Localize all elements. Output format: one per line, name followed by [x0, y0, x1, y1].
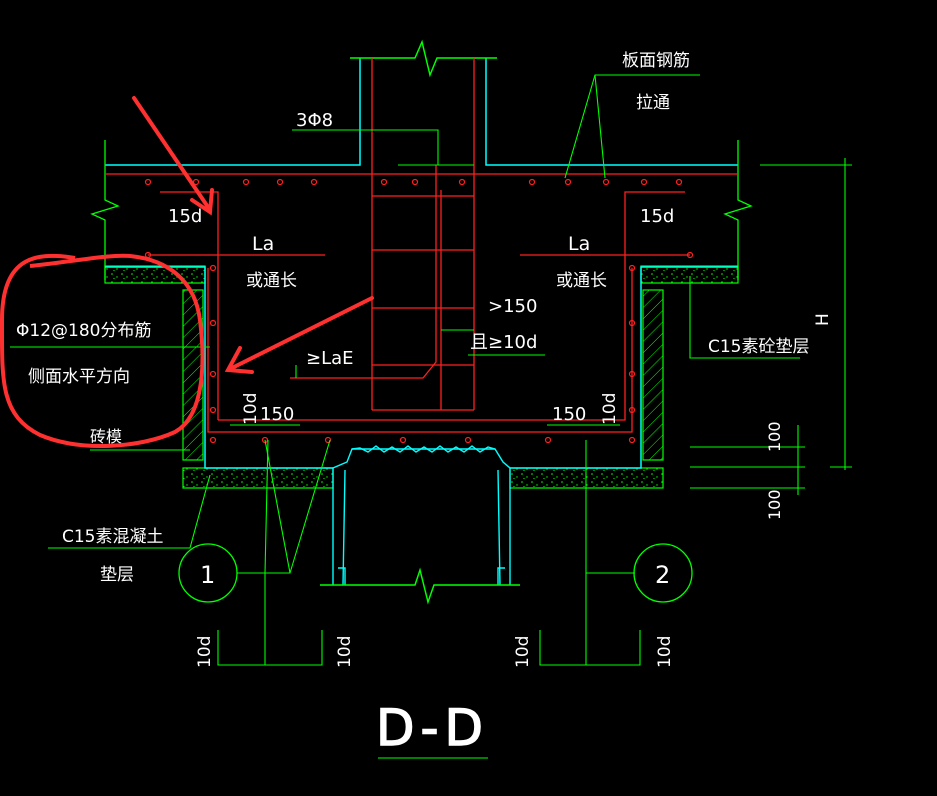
label-c15-concrete: C15素混凝土	[62, 527, 164, 547]
pit-outline	[105, 266, 738, 469]
column-break-symbol	[350, 39, 497, 78]
label-brick-mold: 砖模	[90, 427, 122, 446]
bar1-left-hook: 10d	[195, 636, 215, 668]
label-distribution-bar: Φ12@180分布筋	[16, 321, 151, 341]
bar-mark-1: 1	[200, 561, 215, 589]
label-cushion-layer: 垫层	[100, 565, 134, 585]
pile-break-symbol	[320, 567, 520, 605]
label-c15-cushion: C15素砼垫层	[708, 337, 810, 357]
label-la-right-or: 或通长	[556, 271, 607, 291]
cushion-bottom-left	[182, 467, 334, 489]
label-150-right: 150	[552, 404, 586, 425]
bar-mark-1-circle	[178, 543, 238, 603]
slab-break-right	[723, 140, 753, 280]
pile	[332, 445, 511, 586]
label-la-right: La	[568, 233, 590, 255]
bar1-right-hook: 10d	[335, 636, 355, 668]
label-10d-left: 10d	[241, 393, 261, 425]
label-la-left: La	[252, 233, 274, 255]
label-through: 拉通	[636, 93, 670, 113]
label-la-left-or: 或通长	[246, 271, 297, 291]
annotation-circle	[0, 253, 205, 448]
label-100-lower: 100	[765, 489, 784, 520]
bar-mark-2-circle	[633, 543, 693, 603]
label-gt150: >150	[488, 296, 537, 317]
label-stirrup: 3Φ8	[296, 110, 333, 131]
bar-mark-2: 2	[655, 561, 670, 589]
brick-mold-right	[642, 289, 664, 461]
label-side-horizontal: 侧面水平方向	[28, 367, 130, 387]
column-outline	[105, 58, 738, 166]
label-150-left: 150	[260, 404, 294, 425]
label-top-rebar: 板面钢筋	[622, 51, 690, 71]
rebar	[105, 58, 738, 433]
cushion-left	[104, 265, 206, 284]
bar2-left-hook: 10d	[513, 636, 533, 668]
bar2-right-hook: 10d	[655, 636, 675, 668]
label-10d-right: 10d	[600, 393, 620, 425]
label-h-dim: H	[813, 313, 833, 326]
label-100-upper: 100	[765, 421, 784, 452]
annotation-arrows	[132, 96, 374, 374]
label-hook-right: 15d	[640, 206, 674, 227]
drawing-title: D-D	[376, 699, 489, 757]
label-ge10d: 且≥10d	[470, 332, 537, 353]
label-hook-left: 15d	[168, 206, 202, 227]
leaders	[10, 74, 852, 759]
label-lae: ≥LaE	[306, 348, 354, 369]
slab-break-left	[90, 140, 120, 280]
